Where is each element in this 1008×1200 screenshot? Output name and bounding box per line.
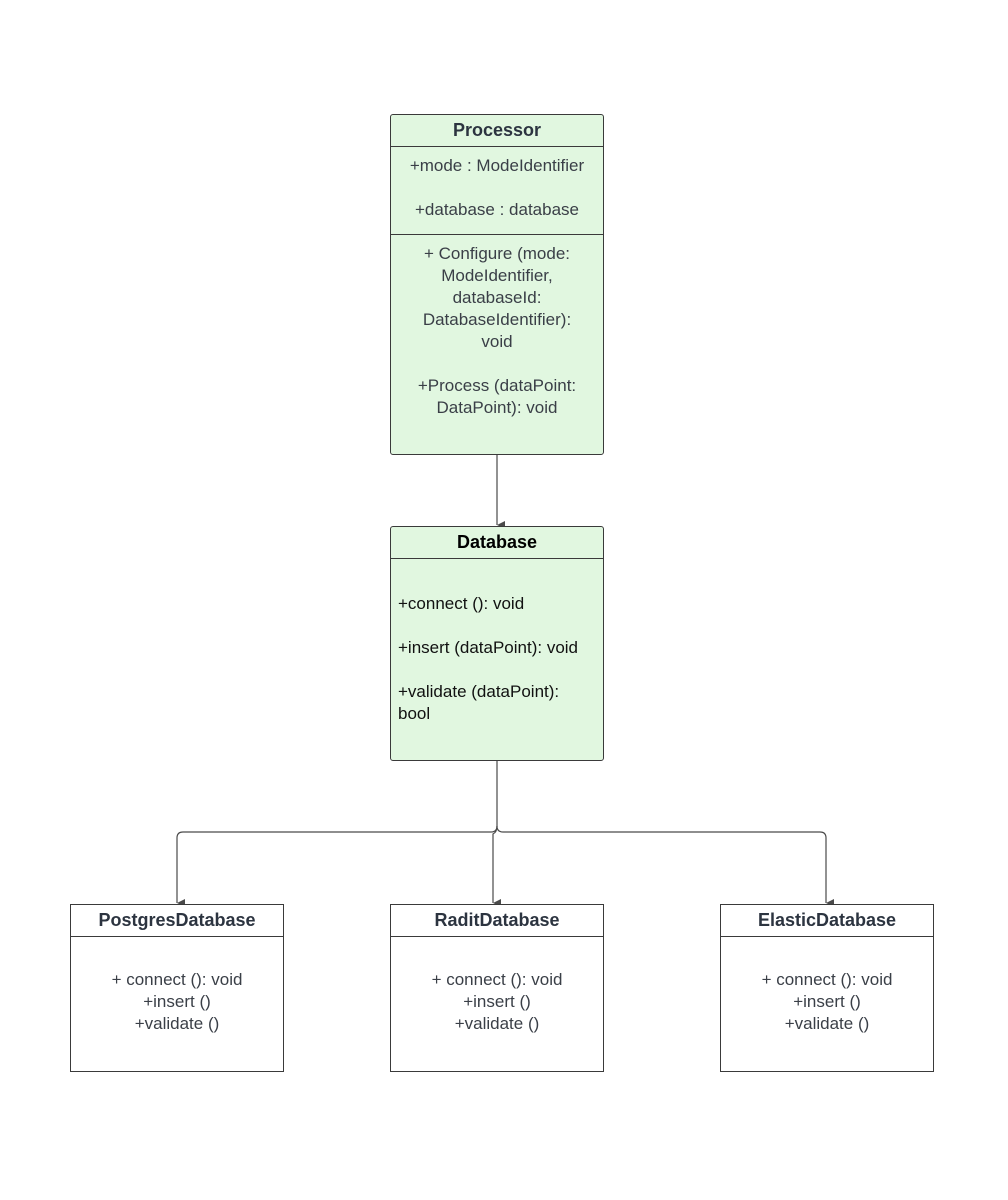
database-class[interactable]: Database +connect (): void +insert (data… (390, 526, 604, 761)
processor-attributes: +mode : ModeIdentifier +database : datab… (391, 147, 603, 235)
database-op-insert: +insert (dataPoint): void (398, 638, 579, 657)
elastic-database-class[interactable]: ElasticDatabase + connect (): void +inse… (720, 904, 934, 1072)
processor-op-configure-line: void (481, 332, 513, 351)
radit-op-validate: +validate () (454, 1014, 540, 1033)
elastic-operations: + connect (): void +insert () +validate … (721, 937, 933, 1035)
processor-op-configure-line: databaseId: (452, 288, 542, 307)
processor-op-process-line: +Process (dataPoint: (417, 376, 577, 395)
processor-class-name: Processor (391, 115, 603, 147)
database-op-validate-line: bool (398, 704, 431, 723)
elastic-op-insert: +insert () (793, 992, 861, 1011)
radit-op-connect: + connect (): void (431, 970, 563, 989)
postgres-class-name: PostgresDatabase (71, 905, 283, 937)
database-to-postgres-connector (176, 761, 498, 907)
database-class-name: Database (391, 527, 603, 559)
database-to-radit-connector (492, 825, 501, 907)
processor-op-configure-line: + Configure (mode: (424, 244, 570, 263)
processor-attribute-mode: +mode : ModeIdentifier (409, 156, 585, 175)
processor-op-configure-line: ModeIdentifier, (441, 266, 553, 285)
postgres-op-connect: + connect (): void (111, 970, 243, 989)
processor-op-configure-line: DatabaseIdentifier): (422, 310, 572, 329)
database-operations: +connect (): void +insert (dataPoint): v… (391, 559, 603, 725)
database-op-validate-line: +validate (dataPoint): (398, 682, 560, 701)
postgres-database-class[interactable]: PostgresDatabase + connect (): void +ins… (70, 904, 284, 1072)
radit-operations: + connect (): void +insert () +validate … (391, 937, 603, 1035)
radit-op-insert: +insert () (463, 992, 531, 1011)
elastic-op-connect: + connect (): void (761, 970, 893, 989)
elastic-class-name: ElasticDatabase (721, 905, 933, 937)
processor-class[interactable]: Processor +mode : ModeIdentifier +databa… (390, 114, 604, 455)
database-to-elastic-connector (496, 825, 834, 907)
postgres-op-validate: +validate () (134, 1014, 220, 1033)
processor-op-process-line: DataPoint): void (436, 398, 558, 417)
elastic-op-validate: +validate () (784, 1014, 870, 1033)
radit-class-name: RaditDatabase (391, 905, 603, 937)
radit-database-class[interactable]: RaditDatabase + connect (): void +insert… (390, 904, 604, 1072)
postgres-op-insert: +insert () (143, 992, 211, 1011)
processor-attribute-database: +database : database (415, 200, 579, 219)
database-op-connect: +connect (): void (398, 594, 525, 613)
postgres-operations: + connect (): void +insert () +validate … (71, 937, 283, 1035)
processor-operations: + Configure (mode: ModeIdentifier, datab… (391, 235, 603, 419)
